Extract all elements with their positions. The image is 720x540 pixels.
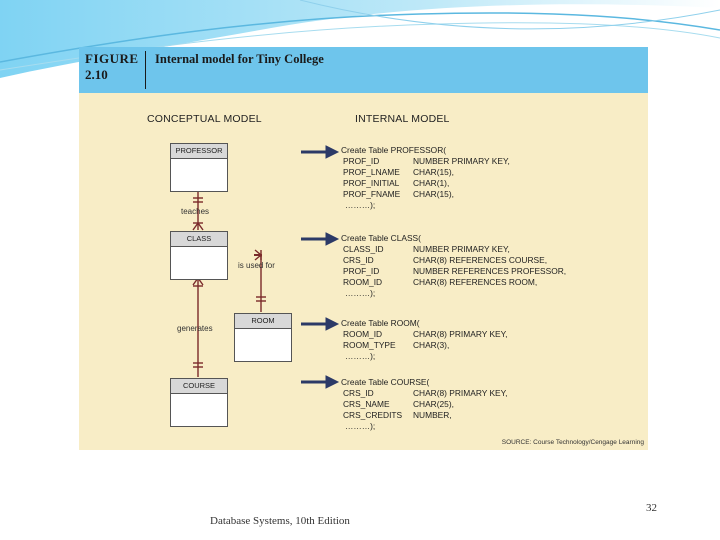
entity-room: ROOM bbox=[234, 313, 292, 362]
column-name: CRS_NAME bbox=[343, 399, 390, 409]
column-type: NUMBER PRIMARY KEY, bbox=[413, 244, 510, 254]
column-name: PROF_INITIAL bbox=[343, 178, 400, 188]
page-number: 32 bbox=[646, 502, 657, 514]
figure-header: FIGURE 2.10 Internal model for Tiny Coll… bbox=[79, 47, 648, 93]
relationship-is-used-for-label: is used for bbox=[238, 261, 275, 270]
relationship-generates-label: generates bbox=[177, 324, 213, 333]
column-name: CLASS_ID bbox=[343, 244, 384, 254]
column-name: CRS_ID bbox=[343, 388, 374, 398]
column-type: CHAR(3), bbox=[413, 340, 450, 350]
entity-course: COURSE bbox=[170, 378, 228, 427]
column-type: CHAR(25), bbox=[413, 399, 454, 409]
figure-header-divider bbox=[145, 51, 146, 89]
column-row: CRS_ID CHAR(8) PRIMARY KEY, bbox=[341, 388, 507, 399]
create-statement: Create Table ROOM( bbox=[341, 318, 420, 328]
column-type: CHAR(15), bbox=[413, 167, 454, 177]
entity-course-name: COURSE bbox=[171, 379, 227, 394]
column-type: NUMBER REFERENCES PROFESSOR, bbox=[413, 266, 567, 276]
column-name: PROF_ID bbox=[343, 266, 380, 276]
column-row: PROF_FNAME CHAR(15), bbox=[341, 189, 510, 200]
column-name: PROF_ID bbox=[343, 156, 380, 166]
column-name: CRS_ID bbox=[343, 255, 374, 265]
create-table-course: Create Table COURSE( CRS_ID CHAR(8) PRIMA… bbox=[341, 377, 507, 432]
create-statement: Create Table CLASS( bbox=[341, 233, 421, 243]
column-row: PROF_LNAME CHAR(15), bbox=[341, 167, 510, 178]
column-type: NUMBER, bbox=[413, 410, 452, 420]
footer-book-title: Database Systems, 10th Edition bbox=[210, 515, 350, 527]
statement-end: ………); bbox=[345, 421, 376, 431]
statement-end: ………); bbox=[345, 288, 376, 298]
column-type: NUMBER PRIMARY KEY, bbox=[413, 156, 510, 166]
column-row: ROOM_TYPE CHAR(3), bbox=[341, 340, 507, 351]
create-statement: Create Table PROFESSOR( bbox=[341, 145, 447, 155]
column-row: CRS_ID CHAR(8) REFERENCES COURSE, bbox=[341, 255, 566, 266]
column-row: CRS_NAME CHAR(25), bbox=[341, 399, 507, 410]
column-row: ROOM_ID CHAR(8) REFERENCES ROOM, bbox=[341, 277, 566, 288]
column-type: CHAR(8) PRIMARY KEY, bbox=[413, 388, 508, 398]
conceptual-model-heading: CONCEPTUAL MODEL bbox=[147, 113, 262, 125]
column-type: CHAR(15), bbox=[413, 189, 454, 199]
column-type: CHAR(1), bbox=[413, 178, 450, 188]
column-name: PROF_FNAME bbox=[343, 189, 401, 199]
entity-room-name: ROOM bbox=[235, 314, 291, 329]
column-row: PROF_INITIAL CHAR(1), bbox=[341, 178, 510, 189]
internal-model-heading: INTERNAL MODEL bbox=[355, 113, 450, 125]
relationship-teaches-label: teaches bbox=[181, 207, 210, 216]
create-table-room: Create Table ROOM( ROOM_ID CHAR(8) PRIMAR… bbox=[341, 318, 507, 362]
entity-class-name: CLASS bbox=[171, 232, 227, 247]
column-type: CHAR(8) REFERENCES ROOM, bbox=[413, 277, 538, 287]
column-name: ROOM_ID bbox=[343, 277, 383, 287]
figure-label: FIGURE 2.10 bbox=[85, 51, 139, 83]
create-statement: Create Table COURSE( bbox=[341, 377, 430, 387]
column-row: PROF_ID NUMBER PRIMARY KEY, bbox=[341, 156, 510, 167]
entity-professor-name: PROFESSOR bbox=[171, 144, 227, 159]
column-name: ROOM_ID bbox=[343, 329, 383, 339]
source-credit: SOURCE: Course Technology/Cengage Learni… bbox=[501, 439, 644, 446]
statement-end: ………); bbox=[345, 200, 376, 210]
column-row: PROF_ID NUMBER REFERENCES PROFESSOR, bbox=[341, 266, 566, 277]
column-row: ROOM_ID CHAR(8) PRIMARY KEY, bbox=[341, 329, 507, 340]
figure-title: Internal model for Tiny College bbox=[155, 52, 324, 66]
entity-class: CLASS bbox=[170, 231, 228, 280]
column-name: PROF_LNAME bbox=[343, 167, 400, 177]
column-type: CHAR(8) PRIMARY KEY, bbox=[413, 329, 508, 339]
entity-professor: PROFESSOR bbox=[170, 143, 228, 192]
statement-end: ………); bbox=[345, 351, 376, 361]
figure-label-number: 2.10 bbox=[85, 67, 108, 82]
column-type: CHAR(8) REFERENCES COURSE, bbox=[413, 255, 548, 265]
figure-panel: FIGURE 2.10 Internal model for Tiny Coll… bbox=[79, 47, 648, 450]
column-row: CLASS_ID NUMBER PRIMARY KEY, bbox=[341, 244, 566, 255]
create-table-class: Create Table CLASS( CLASS_ID NUMBER PRIMA… bbox=[341, 233, 566, 299]
column-row: CRS_CREDITS NUMBER, bbox=[341, 410, 507, 421]
column-name: ROOM_TYPE bbox=[343, 340, 396, 350]
column-name: CRS_CREDITS bbox=[343, 410, 403, 420]
create-table-professor: Create Table PROFESSOR( PROF_ID NUMBER PR… bbox=[341, 145, 510, 211]
figure-label-word: FIGURE bbox=[85, 51, 139, 66]
